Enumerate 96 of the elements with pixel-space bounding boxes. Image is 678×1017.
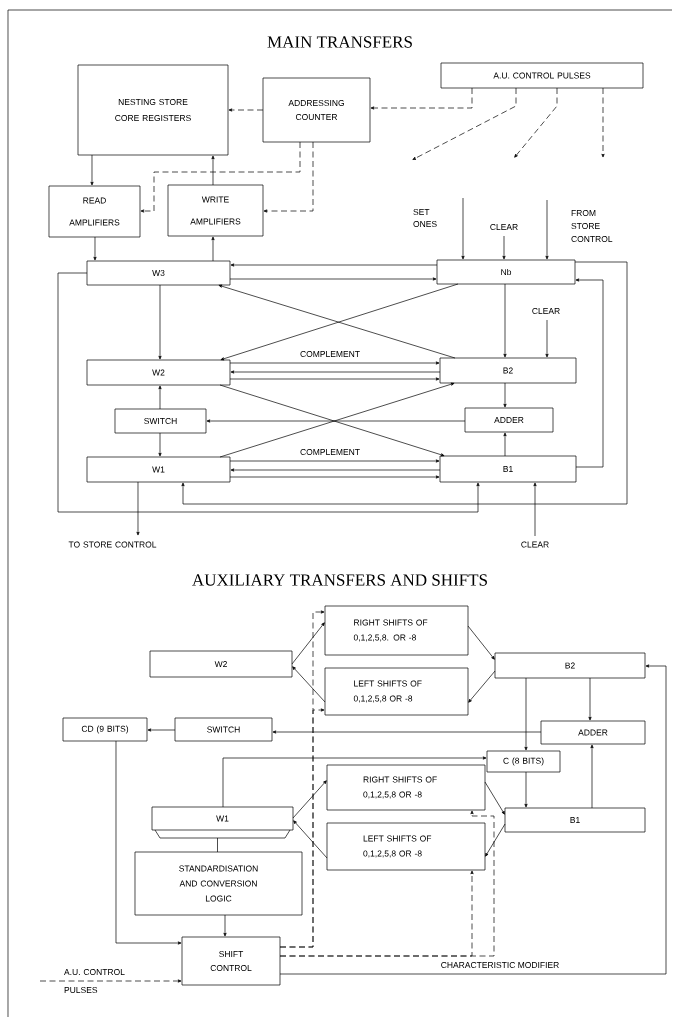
signal-label: FROM STORE CONTROL [571,210,613,242]
register-box: B1 [504,807,646,833]
signal-label: CLEAR [490,224,518,230]
register-box: STANDARDISATION AND CONVERSION LOGIC [134,851,303,916]
arrow [230,468,441,472]
register-box: W2 [86,359,231,386]
arrow [230,263,438,267]
arrow [533,482,537,537]
arrow [230,370,441,374]
arrow [485,823,506,857]
arrow [206,419,466,423]
register-box: RIGHT SHIFTS OF 0,1,2,5,8 OR -8 [326,764,486,811]
arrow [223,914,227,937]
register-box: ADDER [464,407,554,433]
arrow [467,625,495,660]
register-box: B1 [439,455,577,483]
arrow [211,236,215,262]
arrow [292,780,327,819]
register-box: CD (9 BITS) [62,717,148,742]
register-box: A.U. CONTROL PULSES [440,62,644,89]
arrow [228,108,264,112]
arrow [140,141,301,213]
arrow [502,235,506,260]
register-box: B2 [494,652,646,679]
arrow [370,87,473,110]
register-box: WRITE AMPLIFIERS [167,184,264,237]
arrow [291,622,325,665]
register-box: ADDRESSING COUNTER [262,77,371,143]
arrow [263,141,314,213]
arrow [229,475,440,479]
arrow [484,781,505,815]
register-box: READ AMPLIFIERS [48,185,141,238]
heading: AUXILIARY TRANSFERS AND SHIFTS [192,574,487,586]
edge-label: COMPLEMENT [298,349,362,359]
arrow [158,432,162,457]
arrow [147,728,176,732]
arrow [545,199,549,260]
arrow [57,272,480,513]
arrow [503,283,507,358]
register-box: NESTING STORE CORE REGISTERS [77,64,229,156]
arrow [222,756,487,808]
register-box: LEFT SHIFTS OF 0,1,2,5,8 OR -8 [326,822,486,871]
register-box: B2 [439,357,577,384]
arrow [115,740,182,945]
arrow [590,744,594,809]
edge-label: CHARACTERISTIC MODIFIER [439,960,561,970]
arrow [90,154,94,186]
arrow [524,771,528,808]
arrow [545,319,549,358]
arrow [588,677,592,721]
arrow [279,664,667,975]
brace-connector [154,829,291,853]
register-box: SWITCH [174,717,273,742]
signal-label: SET ONES [413,209,437,227]
register-box: Nb [436,259,576,285]
arrow [39,979,182,983]
register-box: C (8 BITS) [486,750,561,773]
arrow [601,87,605,158]
arrow [229,377,440,381]
register-box: W1 [86,456,231,483]
register-box: LEFT SHIFTS OF 0,1,2,5,8 OR -8 [324,667,469,716]
signal-label: CLEAR [532,308,560,314]
arrow [292,666,326,703]
signal-label: A.U. CONTROL PULSES [64,969,125,993]
arrow [181,261,628,505]
arrow [93,236,97,261]
heading: MAIN TRANSFERS [267,36,412,48]
arrow [514,87,558,158]
register-box: W1 [151,806,294,831]
arrow [136,481,140,536]
arrow [279,708,325,948]
arrow [229,459,440,463]
arrow [229,361,440,365]
arrow [158,284,162,360]
arrow [412,87,517,160]
arrow [279,810,495,957]
register-box: SWITCH [114,408,207,434]
arrow [272,730,542,734]
register-box: RIGHT SHIFTS OF 0,1,2,5,8. OR -8 [324,605,469,656]
arrow [524,677,528,751]
edge-label: COMPLEMENT [298,447,362,457]
signal-label: TO STORE CONTROL [68,541,157,548]
arrow [211,155,215,186]
register-box: ADDER [540,720,646,745]
register-box: SHIFT CONTROL [181,936,281,986]
arrow [461,197,465,260]
arrow [468,670,496,703]
register-box: W2 [149,650,293,678]
arrow [229,277,437,281]
arrow [575,278,604,468]
signal-label: CLEAR [521,541,549,548]
register-box: W3 [86,260,231,286]
arrow [503,432,507,457]
arrow [293,820,328,859]
arrow [503,382,507,408]
arrow [158,385,162,410]
